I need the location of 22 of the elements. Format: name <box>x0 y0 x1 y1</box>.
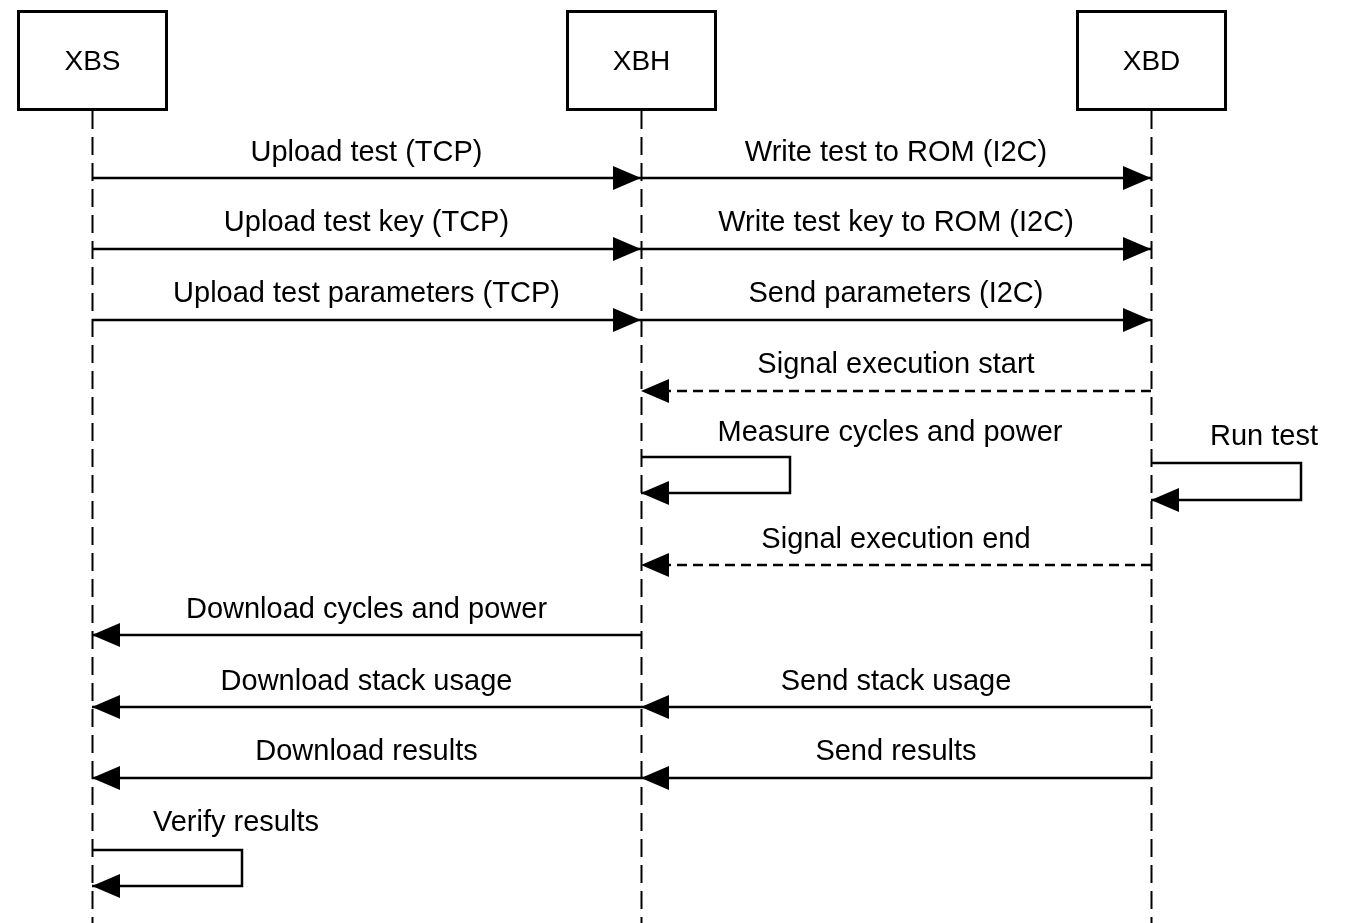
message-arrow <box>641 237 1151 261</box>
message-arrow <box>92 848 244 898</box>
message-arrow <box>1151 461 1303 512</box>
message-arrow <box>641 308 1151 332</box>
message-arrow <box>641 379 1151 403</box>
participant-box: XBD <box>1076 10 1227 111</box>
message-label: Write test key to ROM (I2C) <box>716 206 1076 238</box>
message-arrow <box>92 237 641 261</box>
message-arrow <box>92 695 641 719</box>
message-label: Verify results <box>151 806 321 838</box>
message-arrow <box>92 623 641 647</box>
message-arrow <box>92 308 641 332</box>
message-arrow <box>641 455 792 505</box>
message-arrow <box>641 695 1151 719</box>
message-arrow <box>92 166 641 190</box>
message-arrow <box>92 766 641 790</box>
participant-box: XBH <box>566 10 717 111</box>
message-arrow <box>641 766 1151 790</box>
participant-box: XBS <box>17 10 168 111</box>
message-arrow <box>641 553 1151 577</box>
message-label: Signal execution start <box>755 348 1037 380</box>
message-arrow <box>641 166 1151 190</box>
